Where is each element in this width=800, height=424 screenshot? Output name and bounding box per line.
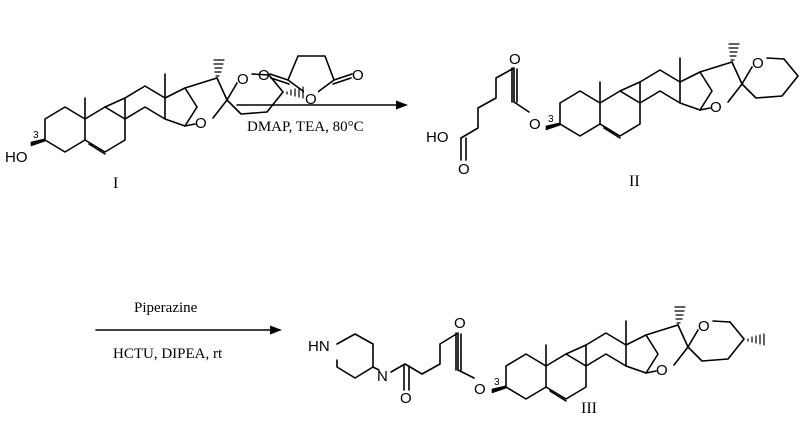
piperazine-nh: HN [308, 338, 330, 355]
anhydride-oxygen-left: O [258, 67, 270, 84]
reaction-1-conditions: DMAP, TEA, 80°C [247, 119, 364, 135]
amide-nitrogen: N [377, 368, 388, 385]
anhydride-oxygen-right: O [352, 67, 364, 84]
furan-oxygen: O [710, 99, 722, 116]
acid-carbonyl-oxygen: O [458, 161, 470, 178]
hydroxyl-ho: HO [5, 149, 28, 166]
pyran-oxygen: O [752, 55, 764, 72]
pyran-oxygen: O [237, 71, 249, 88]
amide-carbonyl-oxygen: O [400, 390, 412, 407]
reaction-2-conditions: HCTU, DIPEA, rt [113, 346, 223, 362]
carboxylic-acid-oh: HO [426, 129, 449, 146]
compound-label-iii: III [581, 400, 597, 417]
position-3-label: 3 [33, 130, 39, 141]
succinic-anhydride-reagent: O O O [258, 55, 364, 108]
compound-iii: HN N O O O 3 O O [308, 306, 765, 407]
furan-oxygen: O [656, 362, 668, 379]
ester-carbonyl-oxygen: O [454, 315, 466, 332]
pyran-oxygen: O [698, 318, 710, 335]
compound-i: HO 3 O O [5, 59, 304, 166]
ester-oxygen: O [529, 116, 541, 133]
anhydride-ring-oxygen: O [305, 91, 317, 108]
position-3-label: 3 [548, 114, 554, 125]
furan-oxygen: O [195, 115, 207, 132]
position-3-label: 3 [494, 377, 500, 388]
compound-label-i: I [113, 175, 118, 192]
compound-ii: HO O O O 3 O O [426, 43, 800, 178]
ester-oxygen: O [474, 381, 486, 398]
ester-carbonyl-oxygen: O [509, 51, 521, 68]
compound-label-ii: II [629, 173, 640, 190]
reaction-2-reagent: Piperazine [134, 300, 198, 316]
reaction-arrow-1 [236, 100, 408, 110]
reaction-arrow-2 [95, 325, 282, 335]
